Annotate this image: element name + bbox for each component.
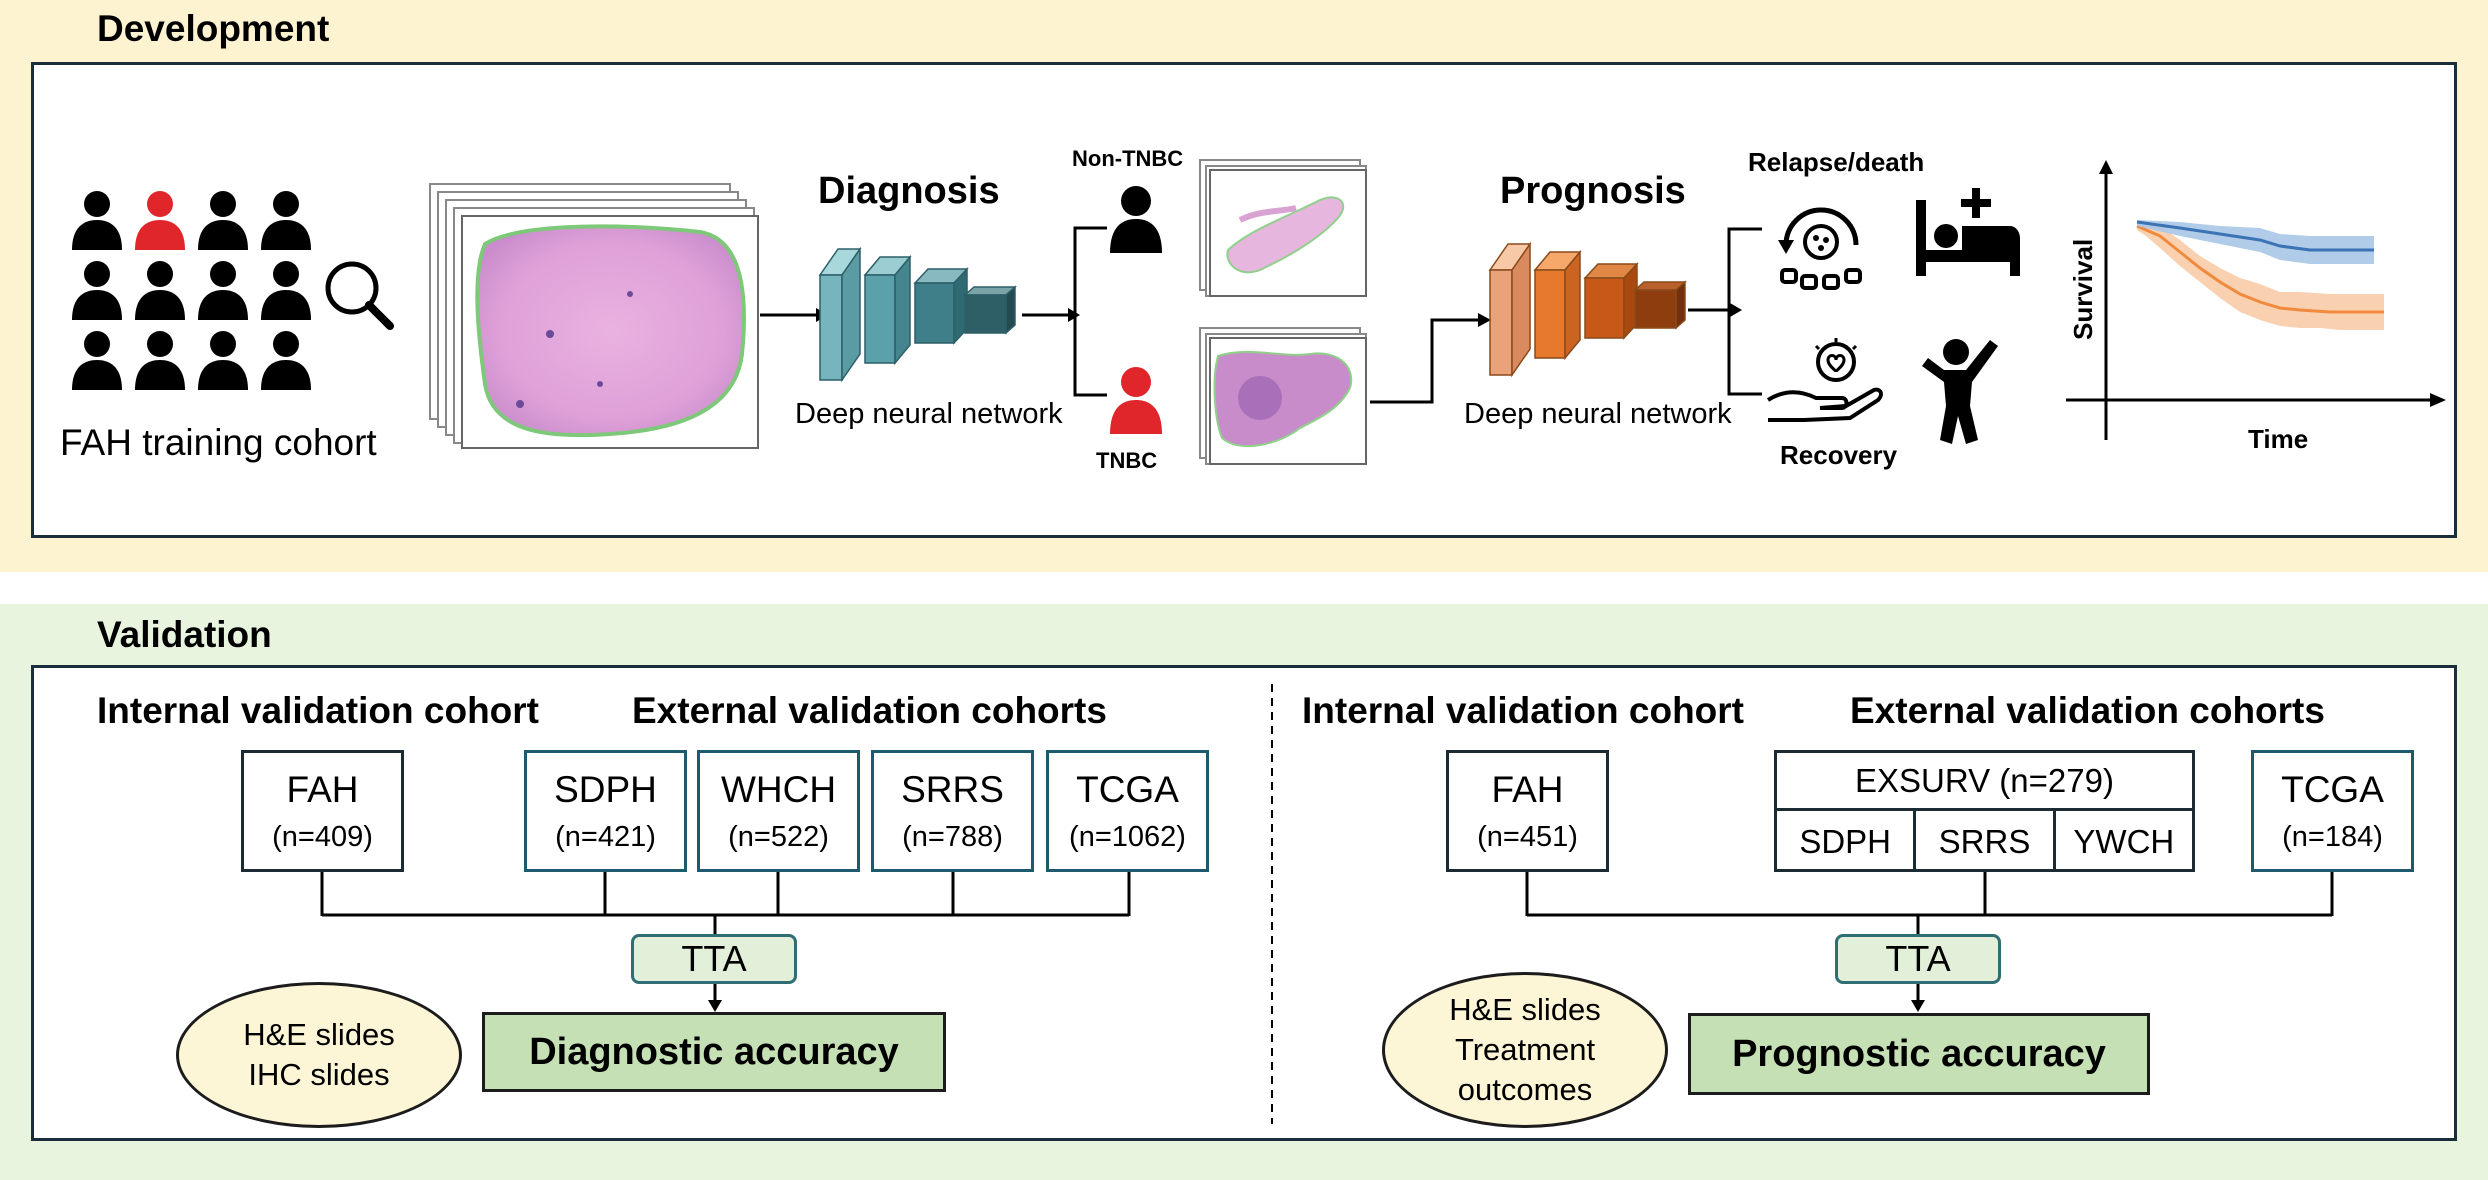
diagnosis-title: Diagnosis bbox=[818, 170, 1000, 212]
diagnostic-internal-title: Internal validation cohort bbox=[97, 690, 539, 731]
cohort-size: (n=409) bbox=[272, 821, 373, 853]
development-title: Development bbox=[97, 8, 330, 49]
person-icon bbox=[261, 261, 311, 320]
km-curve-blue bbox=[2136, 220, 2374, 252]
diagnostic-external-cohort-tcga: TCGA (n=1062) bbox=[1046, 750, 1209, 872]
cohort-size: (n=184) bbox=[2282, 821, 2383, 853]
relapse-death-label: Relapse/death bbox=[1748, 147, 1925, 177]
prognostic-cohort-connector bbox=[1525, 870, 2334, 938]
cohort-name: SRRS bbox=[901, 769, 1004, 810]
validation-title: Validation bbox=[97, 614, 272, 655]
diagnostic-external-title: External validation cohorts bbox=[632, 690, 1107, 731]
person-icon bbox=[198, 261, 248, 320]
exsurv-member-ywch: YWCH bbox=[2073, 823, 2175, 860]
prognosis-network-icon bbox=[1488, 241, 1687, 378]
cohort-name: TCGA bbox=[2281, 769, 2384, 810]
diagnostic-tta-box: TTA bbox=[631, 934, 797, 984]
relapse-cell-icon bbox=[1778, 207, 1862, 290]
tnbc-person-icon bbox=[1110, 367, 1162, 434]
survival-curve-plot bbox=[2066, 160, 2446, 440]
whole-slide-image-stack bbox=[429, 183, 759, 449]
exsurv-member-sdph: SDPH bbox=[1777, 811, 1917, 872]
arrow-tta-to-diagnostic-accuracy bbox=[708, 984, 722, 1012]
person-icon bbox=[72, 261, 122, 320]
km-x-axis-label: Time bbox=[2248, 424, 2309, 454]
input-item: IHC slides bbox=[248, 1057, 390, 1092]
km-y-axis-label: Survival bbox=[2068, 238, 2098, 340]
exsurv-member-srrs: SRRS bbox=[1916, 811, 2056, 872]
diagnostic-cohort-connector bbox=[320, 868, 1131, 938]
prognostic-external-title: External validation cohorts bbox=[1850, 690, 2325, 731]
cohort-size: (n=451) bbox=[1477, 821, 1578, 853]
prognostic-internal-cohort-fah: FAH (n=451) bbox=[1446, 750, 1609, 872]
highlighted-person-icon bbox=[135, 191, 185, 250]
diagnosis-network-icon bbox=[818, 246, 1017, 383]
person-icon bbox=[261, 191, 311, 250]
prognostic-tta-box: TTA bbox=[1835, 934, 2001, 984]
hospital-bed-icon bbox=[1916, 188, 2020, 276]
classification-bracket bbox=[1073, 226, 1107, 397]
non-tnbc-person-icon bbox=[1110, 186, 1162, 253]
non-tnbc-slide-image bbox=[1199, 159, 1367, 297]
prognostic-external-cohort-tcga: TCGA (n=184) bbox=[2251, 750, 2414, 872]
training-cohort-label: FAH training cohort bbox=[60, 422, 377, 463]
arrow-tta-to-prognostic-accuracy bbox=[1911, 984, 1925, 1012]
diagnostic-input-ellipse: H&E slides IHC slides bbox=[176, 982, 462, 1128]
exsurv-label: EXSURV (n=279) bbox=[1777, 753, 2192, 811]
prognostic-accuracy-box: Prognostic accuracy bbox=[1688, 1013, 2150, 1095]
diagnosis-network-label: Deep neural network bbox=[795, 398, 1063, 430]
cohort-name: TCGA bbox=[1076, 769, 1179, 810]
arrow-from-prognosis-network bbox=[1688, 303, 1742, 317]
cohort-size: (n=788) bbox=[902, 821, 1003, 853]
cohort-size: (n=1062) bbox=[1069, 821, 1186, 853]
tnbc-label: TNBC bbox=[1096, 448, 1158, 473]
diagnostic-external-cohort-sdph: SDPH (n=421) bbox=[524, 750, 687, 872]
outcome-bracket bbox=[1727, 227, 1762, 396]
cohort-name: FAH bbox=[1491, 769, 1564, 810]
person-icon bbox=[198, 191, 248, 250]
tnbc-slide-image bbox=[1199, 327, 1367, 465]
prognostic-internal-title: Internal validation cohort bbox=[1302, 690, 1744, 731]
tnbc-to-prognosis-arrow bbox=[1370, 313, 1491, 404]
non-tnbc-label: Non-TNBC bbox=[1072, 146, 1184, 171]
person-icon bbox=[198, 331, 248, 390]
panel-divider bbox=[1271, 684, 1273, 1124]
prognosis-title: Prognosis bbox=[1500, 170, 1686, 212]
prognostic-input-ellipse: H&E slides Treatment outcomes bbox=[1382, 972, 1668, 1128]
person-icon bbox=[135, 261, 185, 320]
km-curve-orange bbox=[2136, 224, 2384, 314]
cohort-name: SDPH bbox=[554, 769, 657, 810]
cohort-size: (n=421) bbox=[555, 821, 656, 853]
prognosis-network-label: Deep neural network bbox=[1464, 398, 1732, 430]
person-icon bbox=[135, 331, 185, 390]
cohort-name: FAH bbox=[286, 769, 359, 810]
input-item: H&E slides bbox=[243, 1017, 395, 1052]
patient-cohort-icon bbox=[72, 191, 311, 390]
cohort-size: (n=522) bbox=[728, 821, 829, 853]
person-icon bbox=[72, 191, 122, 250]
person-icon bbox=[261, 331, 311, 390]
input-item: Treatment bbox=[1454, 1032, 1596, 1067]
person-icon bbox=[72, 331, 122, 390]
diagnostic-accuracy-box: Diagnostic accuracy bbox=[482, 1012, 946, 1092]
magnifier-icon bbox=[325, 261, 394, 330]
input-item: outcomes bbox=[1457, 1072, 1593, 1107]
recovery-person-icon bbox=[1922, 339, 1998, 444]
diagnostic-internal-cohort-fah: FAH (n=409) bbox=[241, 750, 404, 872]
cohort-name: WHCH bbox=[720, 769, 837, 810]
input-item: H&E slides bbox=[1449, 992, 1601, 1027]
recovery-label: Recovery bbox=[1780, 440, 1898, 470]
diagnostic-external-cohort-srrs: SRRS (n=788) bbox=[871, 750, 1034, 872]
prognostic-exsurv-cohort: EXSURV (n=279) SDPH SRRS YWCH bbox=[1774, 750, 2195, 872]
diagnostic-external-cohort-whch: WHCH (n=522) bbox=[697, 750, 860, 872]
care-hand-heart-icon bbox=[1766, 338, 1883, 422]
